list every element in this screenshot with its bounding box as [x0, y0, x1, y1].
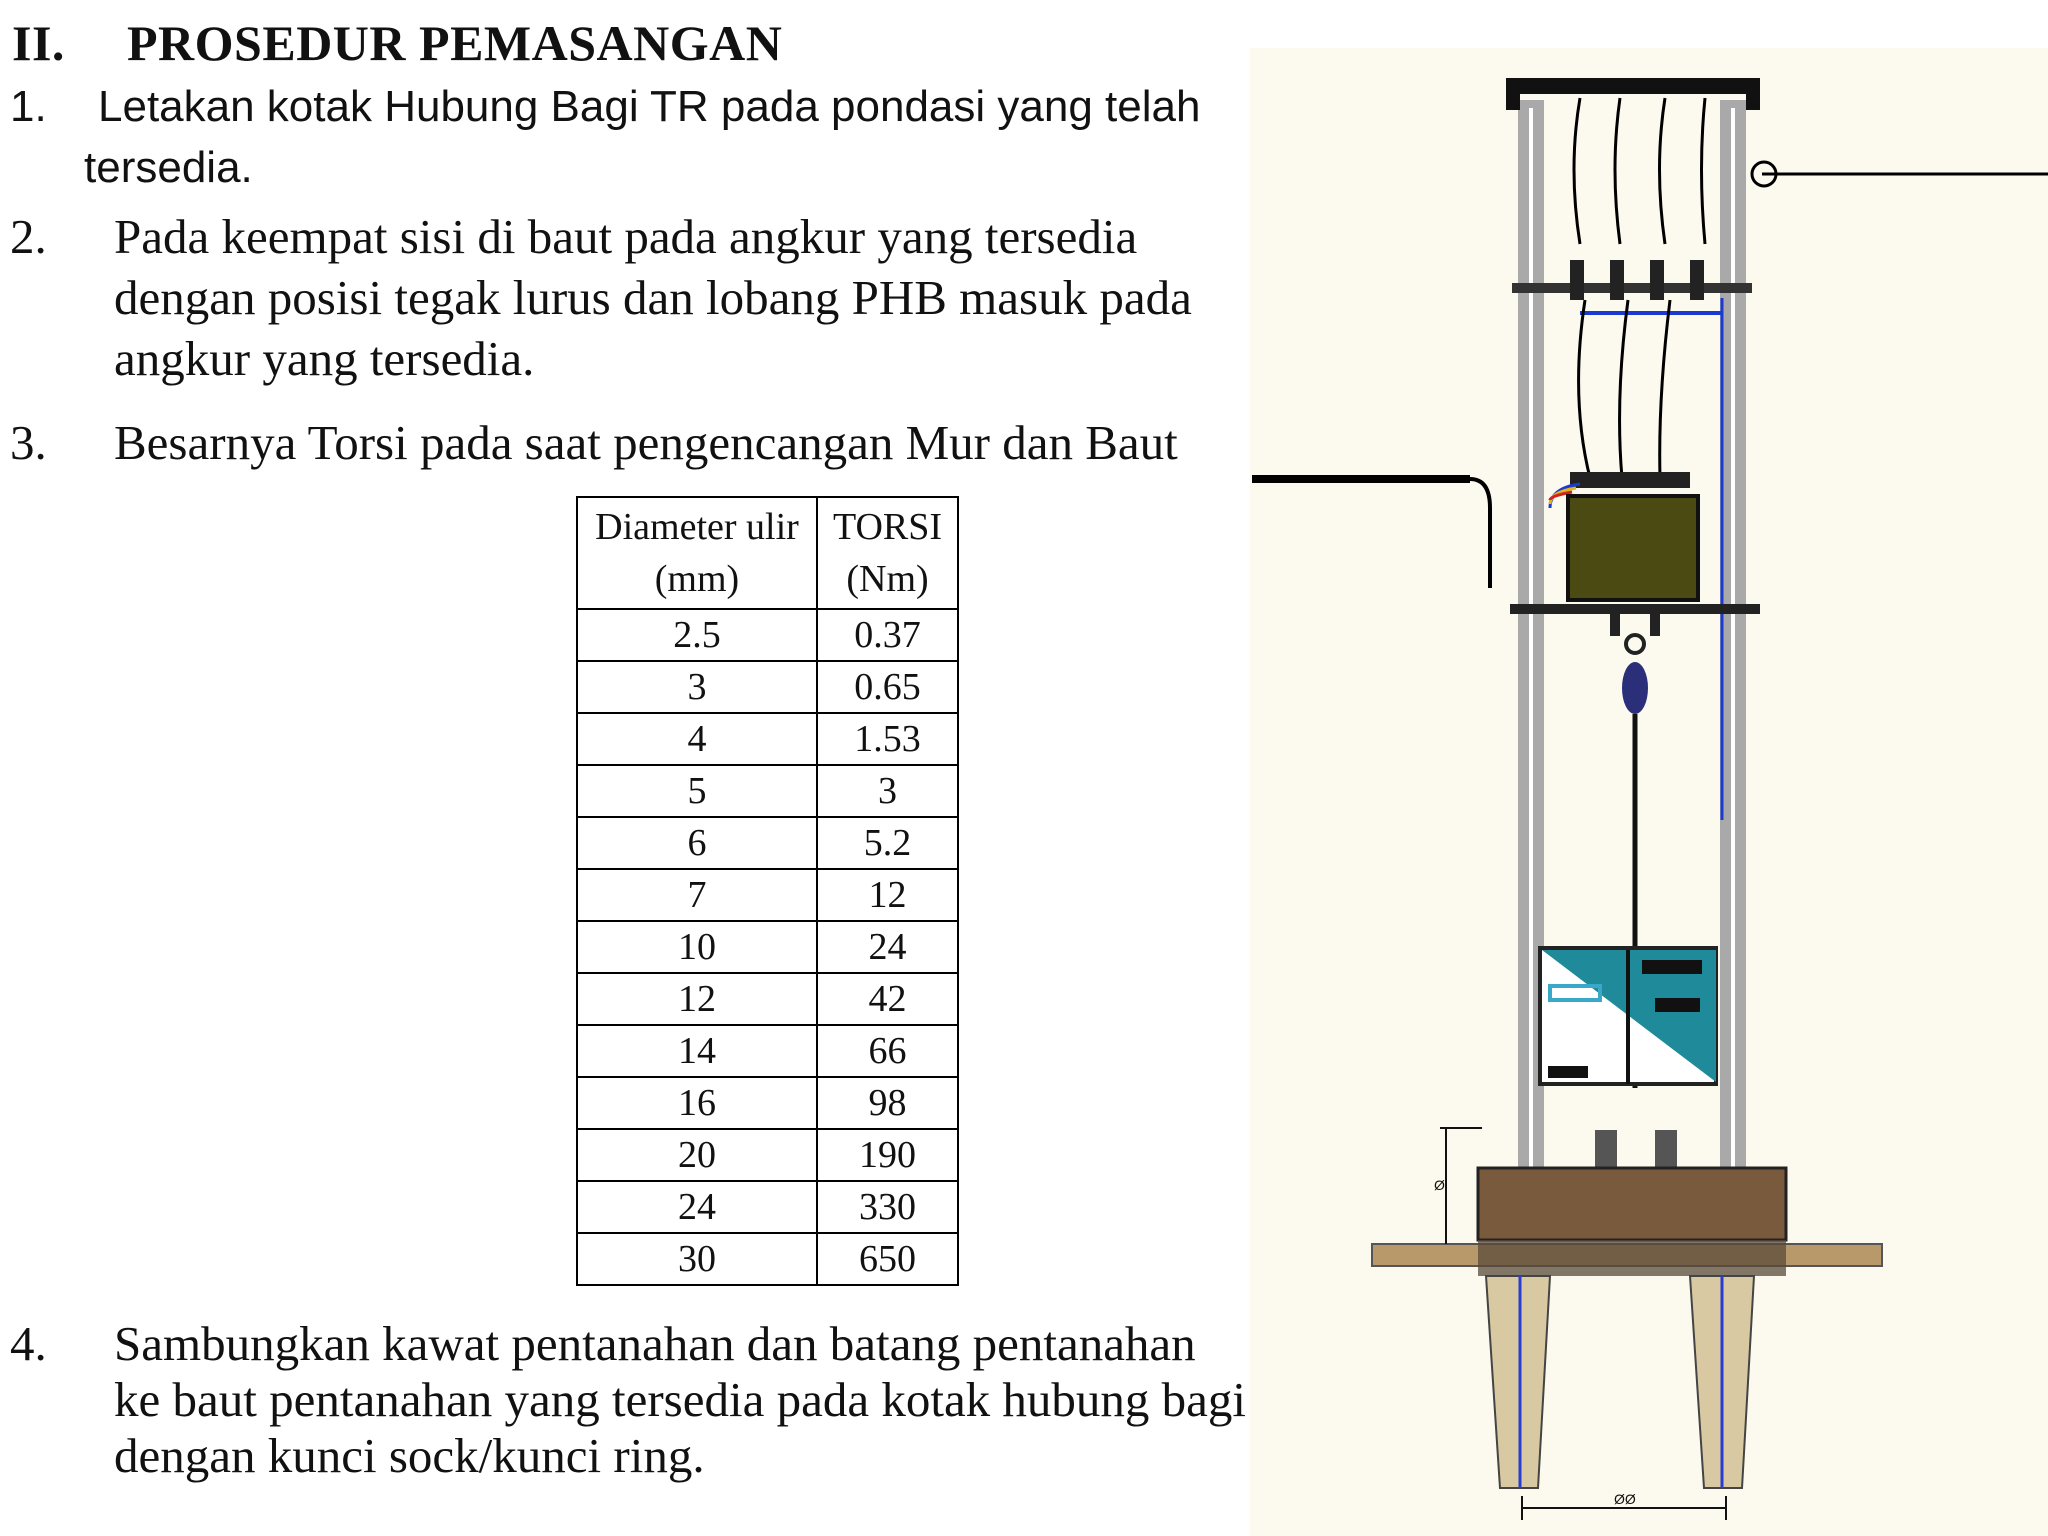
torque-cell: 66 — [816, 1024, 959, 1078]
fuse-cutout — [1650, 260, 1664, 300]
torque-cell: 190 — [816, 1128, 959, 1182]
torque-cell: 1.53 — [816, 712, 959, 766]
fuse-crossarm — [1512, 283, 1752, 293]
diameter-cell: 30 — [576, 1232, 818, 1286]
platform-beam — [1510, 604, 1760, 614]
torque-cell: 12 — [816, 868, 959, 922]
torque-cell: 42 — [816, 972, 959, 1026]
step-4: 4. Sambungkan kawat pentanahan dan batan… — [10, 1316, 1250, 1484]
transformer-lead — [1658, 299, 1672, 479]
torque-cell: 330 — [816, 1180, 959, 1234]
step-3: 3. Besarnya Torsi pada saat pengencangan… — [10, 412, 1250, 473]
step-text-line1: Letakan kotak Hubung Bagi TR pada pondas… — [98, 82, 1201, 131]
diameter-cell: 4 — [576, 712, 818, 766]
fuse-cutout — [1690, 260, 1704, 300]
anchor-bolt — [1595, 1130, 1617, 1168]
step-1: 1. Letakan kotak Hubung Bagi TR pada pon… — [10, 76, 1250, 198]
concrete-foundation — [1476, 1166, 1788, 1242]
dimension-label-side: Ø — [1434, 1177, 1445, 1193]
torque-cell: 3 — [816, 764, 959, 818]
cable-bend-left — [1469, 477, 1492, 588]
diameter-cell: 10 — [576, 920, 818, 974]
dimension-label-bottom: ØØ — [1614, 1491, 1636, 1507]
transformer-lead — [1618, 299, 1630, 479]
torque-cell: 0.37 — [816, 608, 959, 662]
torque-cell: 24 — [816, 920, 959, 974]
crossarm-end-right — [1746, 78, 1760, 110]
step-text: Sambungkan kawat pentanahan dan batang p… — [114, 1316, 1247, 1483]
step-text-line2: tersedia. — [84, 143, 253, 192]
pole-footing-left — [1484, 1275, 1552, 1489]
table-header-row: Diameter ulir (mm) TORSI (Nm) — [576, 496, 959, 610]
step-number: 1. — [10, 82, 47, 131]
drop-wire — [1613, 97, 1622, 245]
diameter-cell: 2.5 — [576, 608, 818, 662]
step-text: Besarnya Torsi pada saat pengencangan Mu… — [114, 415, 1178, 470]
drawing-background — [1250, 48, 2048, 1536]
transformer-lead — [1577, 299, 1592, 479]
cable-clamp — [1750, 160, 1778, 188]
step-number: 4. — [10, 1316, 47, 1371]
diameter-cell: 5 — [576, 764, 818, 818]
section-heading: II. PROSEDUR PEMASANGAN — [12, 14, 782, 72]
crossarm-end-left — [1506, 78, 1520, 110]
torque-cell: 5.2 — [816, 816, 959, 870]
torque-cell: 98 — [816, 1076, 959, 1130]
step-number: 3. — [10, 415, 47, 470]
installation-drawing: Ø ØØ — [1250, 48, 2048, 1536]
diameter-cell: 3 — [576, 660, 818, 714]
hoist-hook — [1624, 633, 1646, 655]
drop-wire — [1700, 97, 1707, 245]
diameter-cell: 6 — [576, 816, 818, 870]
drop-wire — [1658, 97, 1667, 245]
diameter-cell: 7 — [576, 868, 818, 922]
drop-wire — [1572, 97, 1582, 245]
torque-cell: 0.65 — [816, 660, 959, 714]
diameter-cell: 16 — [576, 1076, 818, 1130]
diameter-cell: 12 — [576, 972, 818, 1026]
diameter-cell: 24 — [576, 1180, 818, 1234]
step-number: 2. — [10, 209, 47, 264]
header-torque: TORSI (Nm) — [816, 496, 959, 610]
diameter-cell: 14 — [576, 1024, 818, 1078]
step-text: Pada keempat sisi di baut pada angkur ya… — [114, 209, 1192, 386]
section-title: PROSEDUR PEMASANGAN — [127, 15, 783, 71]
gravel-layer — [1478, 1240, 1786, 1276]
anchor-bolt — [1655, 1130, 1677, 1168]
torque-cell: 650 — [816, 1232, 959, 1286]
fuse-cutout — [1570, 260, 1584, 300]
diameter-cell: 20 — [576, 1128, 818, 1182]
header-diameter: Diameter ulir (mm) — [576, 496, 818, 610]
top-crossarm — [1508, 78, 1758, 94]
chain-hoist — [1622, 662, 1648, 714]
transformer-tank — [1566, 494, 1700, 602]
transformer-bushings — [1570, 472, 1690, 488]
step-2: 2. Pada keempat sisi di baut pada angkur… — [10, 206, 1250, 389]
fuse-cutout — [1610, 260, 1624, 300]
section-number: II. — [12, 15, 65, 71]
